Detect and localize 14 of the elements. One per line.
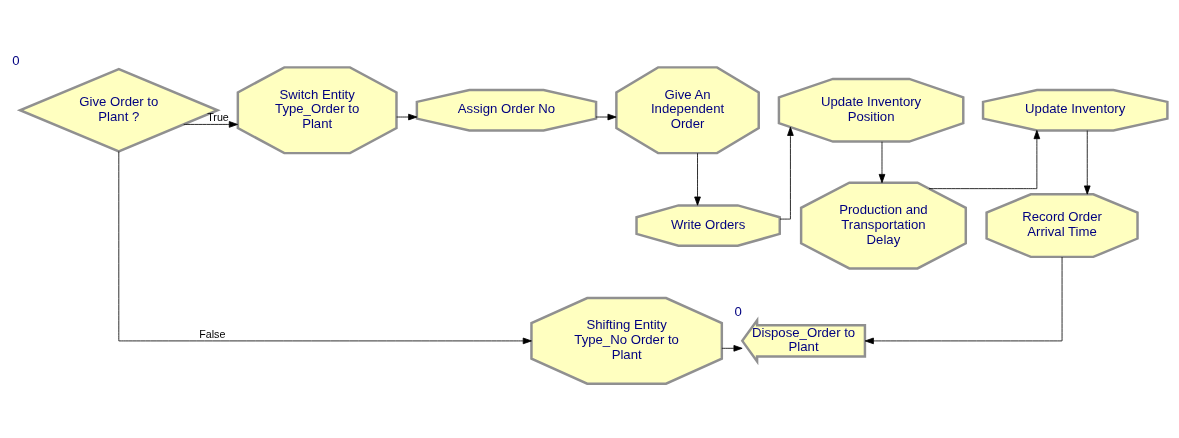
edge-label: False <box>199 327 226 340</box>
arrow <box>694 152 701 206</box>
node-label: 0 <box>734 304 742 320</box>
arrow <box>118 151 532 345</box>
arrow <box>779 126 794 220</box>
arrow <box>595 113 617 121</box>
arrow <box>928 130 1041 190</box>
arrow <box>396 113 418 121</box>
arrow <box>1083 130 1091 195</box>
arrow <box>864 256 1063 345</box>
arrow <box>183 121 238 128</box>
arrow <box>878 141 886 184</box>
arrow <box>721 345 743 352</box>
node-label: 0 <box>12 52 20 68</box>
